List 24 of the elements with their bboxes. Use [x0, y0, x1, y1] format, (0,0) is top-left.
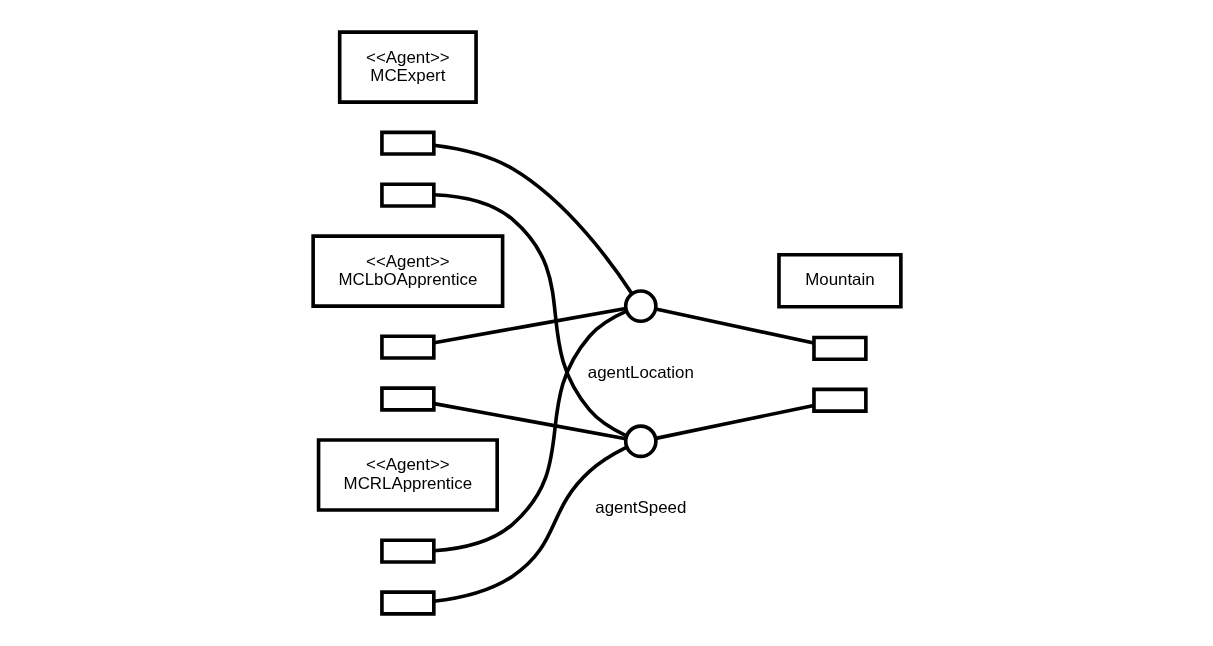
node-box: <<Agent>> MCLbOApprentice — [310, 234, 504, 308]
node-box — [379, 130, 436, 156]
connector — [654, 403, 814, 441]
node-box — [379, 386, 436, 412]
connector — [433, 445, 628, 604]
node-circle — [623, 424, 658, 459]
connector — [433, 143, 633, 295]
node-box — [379, 182, 436, 208]
node-label: agentSpeed — [594, 498, 686, 518]
node-box — [811, 335, 868, 361]
node-box: Mountain — [776, 253, 903, 309]
node-box — [379, 538, 436, 564]
node-box: <<Agent>> MCRLApprentice — [316, 438, 499, 512]
node-box: <<Agent>> MCExpert — [337, 30, 478, 104]
connector — [433, 309, 627, 553]
node-circle — [623, 289, 658, 323]
node-box — [379, 334, 436, 360]
node-box — [379, 590, 436, 616]
connector — [433, 192, 627, 438]
connector — [433, 306, 626, 345]
node-label: agentLocation — [587, 363, 694, 383]
connector — [433, 401, 626, 441]
node-box — [811, 387, 868, 413]
connector — [654, 307, 814, 345]
